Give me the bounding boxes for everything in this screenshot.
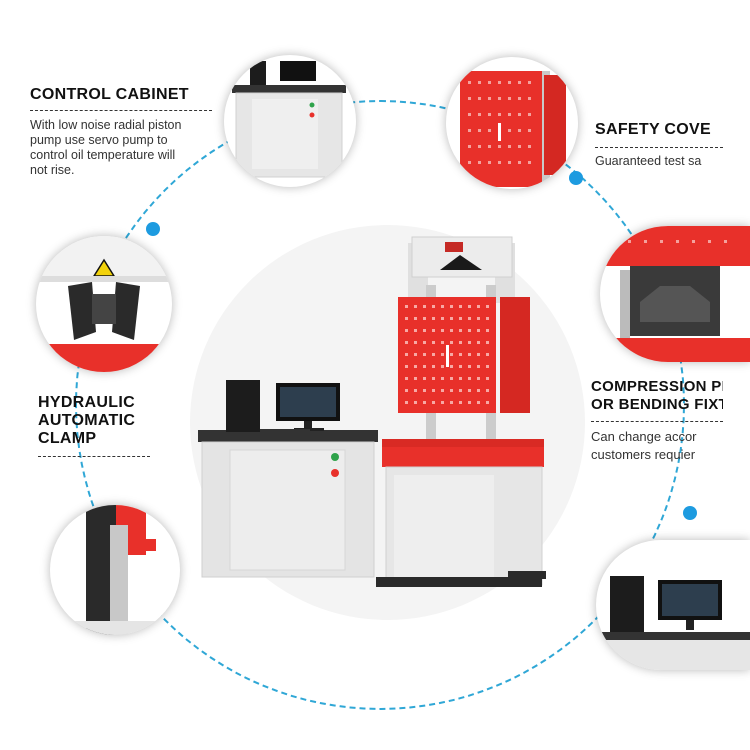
control-cabinet-thumbnail (224, 55, 356, 187)
divider (38, 456, 150, 457)
hydraulic-clamp-title: HYDRAULIC AUTOMATIC CLAMP (38, 394, 188, 448)
desc-line: control oil temperature will (30, 148, 176, 162)
connector-dot (146, 222, 160, 236)
compression-fixture-title: COMPRESSION PL OR BENDING FIXT (591, 378, 723, 414)
hydraulic-clamp-thumbnail (36, 236, 172, 372)
compression-fixture-desc: Can change accor customers requier (591, 428, 723, 464)
divider (591, 421, 723, 422)
connector-dot (683, 506, 697, 520)
desc-line: not rise. (30, 163, 75, 177)
desc-line: pump use servo pump to (30, 133, 168, 147)
desc-line: customers requier (591, 447, 696, 462)
title-line: COMPRESSION PL (591, 378, 723, 395)
divider (595, 147, 723, 148)
title-line: CLAMP (38, 430, 97, 447)
compression-fixture-section: COMPRESSION PL OR BENDING FIXT Can chang… (591, 378, 723, 464)
desc-line: Can change accor (591, 429, 697, 444)
safety-cover-thumbnail (446, 57, 578, 189)
column-detail-thumbnail (50, 505, 180, 635)
connector-dot (569, 171, 583, 185)
dashed-connector-ring (75, 100, 685, 710)
safety-cover-desc: Guaranteed test sa (595, 154, 702, 168)
title-line: OR BENDING FIXT (591, 396, 723, 413)
control-cabinet-section: CONTROL CABINET With low noise radial pi… (30, 86, 230, 178)
control-cabinet-desc: With low noise radial piston pump use se… (30, 118, 230, 178)
title-line: AUTOMATIC (38, 412, 136, 429)
safety-cover-section: SAFETY COVE Guaranteed test sa (595, 121, 723, 169)
testing-machine-illustration (198, 236, 546, 587)
compression-fixture-thumbnail (600, 226, 750, 362)
control-cabinet-title: CONTROL CABINET (30, 86, 189, 103)
computer-detail-thumbnail (596, 540, 750, 670)
desc-line: With low noise radial piston (30, 118, 182, 132)
title-line: HYDRAULIC (38, 394, 135, 411)
divider (30, 110, 212, 111)
hydraulic-clamp-section: HYDRAULIC AUTOMATIC CLAMP (38, 394, 188, 457)
safety-cover-title: SAFETY COVE (595, 121, 711, 138)
